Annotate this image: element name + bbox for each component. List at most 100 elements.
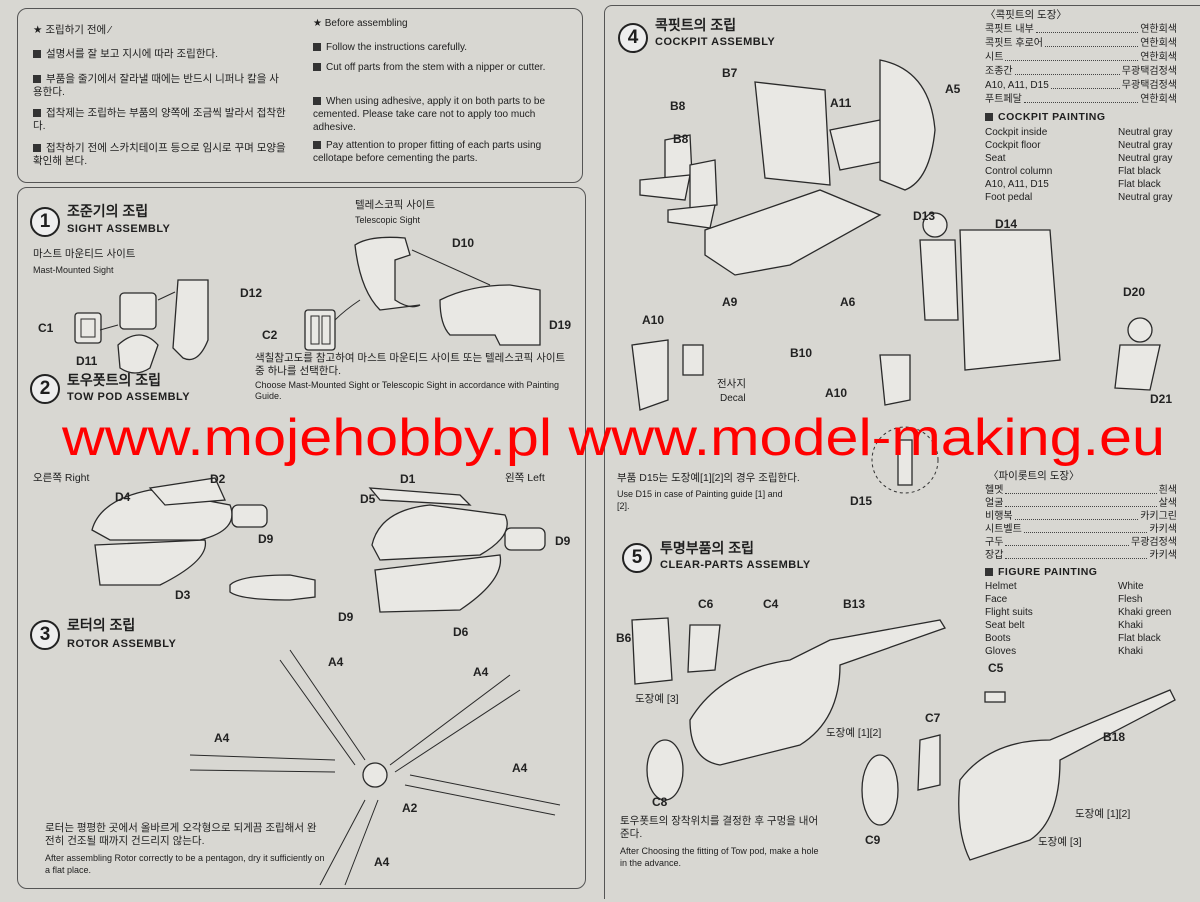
watermark-text: www.mojehobby.pl www.model-making.eu [61, 409, 1165, 467]
before-item-ko: 접착하기 전에 스카치테이프 등으로 임시로 꾸며 모양을 확인해 본다. [33, 142, 288, 168]
part-label: A10 [642, 313, 665, 327]
tow-pod-right-drawing [91, 477, 316, 601]
tele-sight-label-en: Telescopic Sight [355, 215, 421, 225]
step-title-ko: 토우폿트의 조립 [67, 372, 162, 388]
painting-guide-callout: 도장예 [1][2] [826, 727, 882, 739]
part-label: D4 [115, 490, 131, 504]
tow-pod-left-drawing [368, 487, 546, 613]
part-label: A4 [374, 855, 390, 869]
d15-note-ko: 부품 D15는 도장예[1][2]의 경우 조립한다. [617, 472, 800, 484]
part-label: B13 [843, 597, 866, 611]
decal-label-en: Decal [720, 393, 746, 404]
part-label: D5 [360, 492, 376, 506]
painting-guide-callout: 도장예 [3] [1038, 836, 1082, 848]
part-label: D2 [210, 472, 226, 486]
part-label: B18 [1103, 730, 1126, 744]
part-label: C7 [925, 711, 941, 725]
part-label: C5 [988, 661, 1004, 675]
before-assembling-box [17, 8, 583, 183]
step-number-badge: 1 [30, 207, 60, 237]
before-item-en: Pay attention to proper fitting of each … [313, 139, 575, 165]
mast-sight-label-en: Mast-Mounted Sight [33, 265, 114, 275]
before-title-en: ★ Before assembling [313, 18, 408, 29]
tow-hole-note-ko: 토우폿트의 장착위치를 결정한 후 구멍을 내어준다. [620, 815, 819, 840]
step-title-ko: 로터의 조립 [67, 617, 136, 633]
part-label: A9 [722, 295, 738, 309]
part-label: D19 [549, 318, 572, 332]
part-label: C1 [38, 321, 54, 335]
left-steps-box [17, 187, 586, 889]
rotor-drawing [189, 649, 561, 886]
before-item-en: Follow the instructions carefully. [313, 41, 467, 54]
tele-sight-label-ko: 텔레스코픽 사이트 [355, 199, 436, 211]
before-item-ko: 부품을 줄기에서 잘라낼 때에는 반드시 니퍼나 칼을 사용한다. [33, 73, 288, 99]
d15-note-en: Use D15 in case of Painting guide [1] an… [617, 489, 783, 511]
part-label: C4 [763, 597, 779, 611]
mast-mounted-sight-drawing [74, 279, 209, 374]
part-label: D15 [850, 494, 873, 508]
part-label: D12 [240, 286, 263, 300]
tow-pod-right-label: 오른쪽 Right [33, 472, 90, 484]
mast-sight-label-ko: 마스트 마운티드 사이트 [33, 248, 136, 260]
part-label: C6 [698, 597, 714, 611]
part-label: B7 [722, 66, 738, 80]
part-label: A2 [402, 801, 418, 815]
part-label: A5 [945, 82, 961, 96]
painting-guide-callout: 도장예 [3] [635, 693, 679, 705]
part-label: A4 [473, 665, 489, 679]
step-title-ko: 콕핏트의 조립 [655, 17, 737, 33]
part-label: D14 [995, 217, 1018, 231]
clear-parts-drawing [631, 617, 1176, 861]
tow-pod-left-label: 왼쪽 Left [505, 472, 545, 484]
telescopic-sight-drawing [304, 236, 541, 351]
step-title-ko: 조준기의 조립 [67, 203, 149, 219]
step-number-badge: 4 [618, 23, 648, 53]
part-label: A10 [825, 386, 848, 400]
sight-note-en: Choose Mast-Mounted Sight or Telescopic … [255, 380, 560, 401]
step-number-badge: 5 [622, 543, 652, 573]
painting-guide-callout: 도장예 [1][2] [1075, 808, 1131, 820]
right-panel-border [604, 5, 1200, 899]
sight-note-ko: 색칠참고도를 참고하여 마스트 마운티드 사이트 또는 텔레스코픽 사이트 중 … [255, 352, 566, 377]
before-item-en: When using adhesive, apply it on both pa… [313, 95, 575, 134]
part-label: D9 [555, 534, 571, 548]
part-label: D13 [913, 209, 936, 223]
step-title-en: CLEAR-PARTS ASSEMBLY [660, 559, 811, 571]
cockpit-drawing [631, 59, 1161, 494]
step-number-badge: 2 [30, 374, 60, 404]
part-label: C2 [262, 328, 278, 342]
part-label: C9 [865, 833, 881, 847]
before-item-ko: 설명서를 잘 보고 지시에 따라 조립한다. [33, 48, 218, 61]
part-label: A4 [214, 731, 230, 745]
part-label: D11 [76, 354, 98, 368]
step-title-en: COCKPIT ASSEMBLY [655, 36, 776, 48]
step-title-en: ROTOR ASSEMBLY [67, 638, 177, 650]
step-number-badge: 3 [30, 620, 60, 650]
part-label: D21 [1150, 392, 1173, 406]
part-label: D3 [175, 588, 191, 602]
part-label: B6 [616, 631, 632, 645]
cockpit-paint-title-en: COCKPIT PAINTING [985, 111, 1106, 124]
rotor-note-en: After assembling Rotor correctly to be a… [45, 853, 325, 875]
part-label: B8 [670, 99, 686, 113]
part-label: A4 [328, 655, 344, 669]
part-label: C8 [652, 795, 668, 809]
figure-paint-title-en: FIGURE PAINTING [985, 566, 1097, 579]
